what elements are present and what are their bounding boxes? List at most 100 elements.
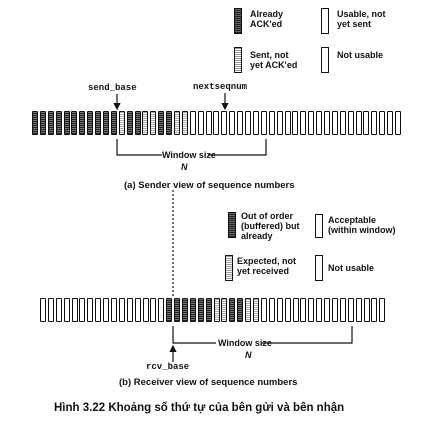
seq-cell-nu: [126, 298, 133, 322]
seq-cell-usable: [276, 298, 283, 322]
seq-cell-acked: [205, 298, 212, 322]
legend-acceptable-swatch: [315, 214, 323, 238]
seq-cell-nu: [316, 298, 323, 322]
seq-cell-usable: [268, 298, 275, 322]
seq-cell-acked: [39, 111, 46, 135]
legend-acceptable-label: Acceptable (within window): [328, 215, 396, 235]
legend-expected-swatch: [225, 255, 233, 281]
seq-cell-sent: [181, 111, 188, 135]
sender-window-bracket: [116, 139, 162, 156]
seq-cell-nu: [213, 111, 220, 135]
seq-cell-acked: [197, 298, 204, 322]
sender-sequence: [32, 111, 403, 135]
seq-cell-nu: [300, 298, 307, 322]
legend-acked-swatch: [234, 8, 242, 34]
seq-cell-acked: [63, 111, 70, 135]
sender-caption: (a) Sender view of sequence numbers: [124, 180, 295, 191]
seq-cell-nu: [394, 111, 401, 135]
seq-cell-nu: [260, 111, 267, 135]
seq-cell-nu: [95, 298, 102, 322]
legend-bottom-not-usable-label: Not usable: [328, 263, 375, 273]
seq-cell-nu: [237, 111, 244, 135]
sender-n-label: N: [181, 162, 188, 172]
seq-cell-acked: [134, 111, 141, 135]
seq-cell-sent: [118, 111, 125, 135]
legend-ooo-swatch: [228, 212, 236, 238]
seq-cell-nu: [47, 298, 54, 322]
legend-bottom-not-usable-swatch: [315, 255, 323, 281]
seq-cell-nu: [276, 111, 283, 135]
seq-cell-nu: [245, 111, 252, 135]
seq-cell-acked: [47, 111, 54, 135]
seq-cell-nu: [63, 298, 70, 322]
seq-cell-nu: [379, 111, 386, 135]
rcv-base-label: rcv_base: [146, 362, 190, 372]
seq-cell-acked: [55, 111, 62, 135]
seq-cell-nu: [355, 298, 362, 322]
seq-cell-nu: [323, 111, 330, 135]
seq-cell-sent: [221, 298, 228, 322]
seq-cell-nu: [308, 111, 315, 135]
seq-cell-usable: [189, 111, 196, 135]
seq-cell-acked: [103, 111, 110, 135]
seq-cell-acked: [229, 298, 236, 322]
seq-cell-nu: [371, 111, 378, 135]
seq-cell-sent: [150, 111, 157, 135]
seq-cell-nu: [324, 298, 331, 322]
legend-not-usable-swatch: [321, 47, 329, 73]
receiver-window-size-label: Window size: [218, 338, 272, 348]
seq-cell-nu: [300, 111, 307, 135]
seq-cell-nu: [347, 111, 354, 135]
seq-cell-nu: [55, 298, 62, 322]
seq-cell-nu: [347, 298, 354, 322]
seq-cell-acked: [87, 111, 94, 135]
seq-cell-nu: [142, 298, 149, 322]
legend-usable-swatch: [321, 8, 329, 34]
seq-cell-usable: [284, 298, 291, 322]
seq-cell-nu: [339, 298, 346, 322]
seq-cell-acked: [166, 111, 173, 135]
seq-cell-nu: [103, 298, 110, 322]
seq-cell-acked: [110, 111, 117, 135]
seq-cell-usable: [292, 298, 299, 322]
seq-cell-nu: [221, 111, 228, 135]
seq-cell-acked: [158, 111, 165, 135]
legend-acked-label: Already ACK'ed: [250, 9, 284, 29]
seq-cell-acked: [174, 298, 181, 322]
seq-cell-nu: [308, 298, 315, 322]
seq-cell-nu: [229, 111, 236, 135]
seq-cell-nu: [284, 111, 291, 135]
seq-cell-nu: [371, 298, 378, 322]
legend-expected-label: Expected, not yet received: [237, 256, 297, 276]
seq-cell-nu: [363, 298, 370, 322]
seq-cell-nu: [331, 298, 338, 322]
seq-cell-nu: [379, 298, 386, 322]
seq-cell-nu: [355, 111, 362, 135]
seq-cell-nu: [87, 298, 94, 322]
seq-cell-acked: [32, 111, 38, 135]
seq-cell-nu: [111, 298, 118, 322]
seq-cell-nu: [339, 111, 346, 135]
seq-cell-nu: [40, 298, 46, 322]
seq-cell-sent: [142, 111, 149, 135]
receiver-sequence: [40, 298, 387, 322]
seq-cell-nu: [150, 298, 157, 322]
seq-cell-nu: [252, 111, 259, 135]
legend-sent-swatch: [234, 47, 242, 73]
legend-usable-label: Usable, not yet sent: [337, 9, 386, 29]
seq-cell-usable: [205, 111, 212, 135]
seq-cell-nu: [118, 298, 125, 322]
seq-cell-nu: [363, 111, 370, 135]
seq-cell-acked: [182, 298, 189, 322]
seq-cell-sent: [245, 298, 252, 322]
seq-cell-acked: [126, 111, 133, 135]
receiver-n-label: N: [245, 350, 252, 360]
receiver-caption: (b) Receiver view of sequence numbers: [119, 377, 298, 388]
seq-cell-usable: [197, 111, 204, 135]
legend-sent-label: Sent, not yet ACK'ed: [250, 50, 298, 70]
seq-cell-sent: [174, 111, 181, 135]
seq-cell-nu: [158, 298, 165, 322]
seq-cell-nu: [316, 111, 323, 135]
seq-cell-sent: [213, 298, 220, 322]
